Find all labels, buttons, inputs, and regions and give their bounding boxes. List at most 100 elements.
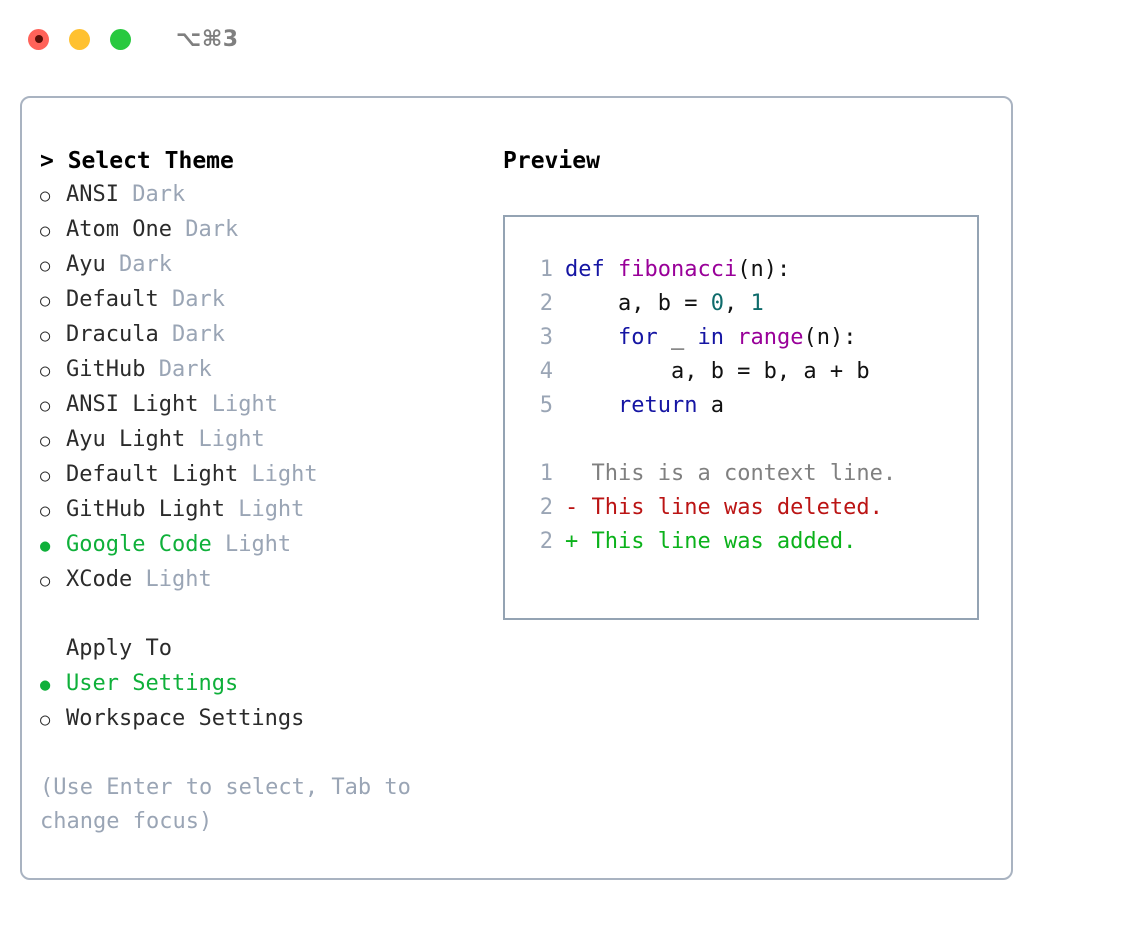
radio-unselected-icon: ○ [40,291,51,311]
code-token-pl: a [697,393,724,418]
apply-to-option-workspace-settings[interactable]: ○ Workspace Settings [40,702,480,737]
diff-line-text: This is a context line. [591,461,897,486]
radio-unselected-icon: ○ [40,466,51,486]
apply-to-header: ○ Apply To [40,632,480,667]
code-token-kw: return [617,393,698,418]
theme-option-label: Dracula [66,322,159,347]
theme-option-xcode[interactable]: ○ XCode Light [40,563,480,598]
theme-option-default[interactable]: ○Default Dark [40,283,480,318]
keyboard-hint-text: (Use Enter to select, Tab to change focu… [40,775,411,834]
code-line: 1 def fibonacci(n): [523,253,977,287]
theme-option-ayu[interactable]: ○Ayu Dark [40,248,480,283]
code-token-pl: a, b = [565,291,711,316]
apply-to-option-list: ●User Settings ○ Workspace Settings [40,667,480,737]
theme-option-variant: Dark [145,357,212,382]
diff-line-marker: + [565,529,592,554]
theme-option-label: ANSI [66,182,119,207]
apply-to-header-bullet-spacer: ○ [40,633,66,667]
radio-unselected-icon: ○ [40,361,51,381]
close-button[interactable] [28,28,49,50]
theme-option-ayu-light[interactable]: ○Ayu Light Light [40,423,480,458]
theme-option-label: Default Light [66,462,239,487]
theme-option-label: XCode [66,567,133,592]
code-token-kw: in [697,325,724,350]
theme-option-label: GitHub [66,357,146,382]
diff-line-number: 2 [539,529,553,554]
theme-option-variant: Light [198,392,278,417]
radio-unselected-icon: ○ [40,571,51,591]
radio-unselected-icon: ○ [40,186,51,206]
radio-unselected-icon: ○ [40,256,51,276]
theme-option-default-light[interactable]: ○ Default Light Light [40,458,480,493]
code-line-number: 2 [539,291,553,316]
code-token-pl [565,393,618,418]
code-token-kw: def [565,257,618,282]
theme-selector-column: > Select Theme ○ANSI Dark○Atom One Dark○… [40,144,480,839]
theme-option-variant: Light [185,427,265,452]
code-line-number: 5 [539,393,553,418]
title-bar: ⌥⌘3 [0,0,1140,78]
minimize-button[interactable] [69,28,90,50]
diff-line-marker [565,457,592,491]
radio-unselected-icon: ○ [40,221,51,241]
diff-line-del: 2- This line was deleted. [523,491,977,525]
code-token-num: 0 [710,291,724,316]
theme-option-variant: Light [238,462,318,487]
code-line-content: def fibonacci(n): [565,253,790,287]
theme-option-github-light[interactable]: ○GitHub Light Light [40,493,480,528]
code-line-number: 3 [539,325,553,350]
theme-option-label: Atom One [66,217,172,242]
theme-option-ansi[interactable]: ○ANSI Dark [40,178,480,213]
diff-line-marker: - [565,495,592,520]
radio-unselected-icon: ○ [40,710,51,730]
theme-option-github[interactable]: ○ GitHub Dark [40,353,480,388]
theme-option-label: GitHub Light [66,497,225,522]
traffic-lights [28,28,131,50]
code-diff-separator [523,423,977,457]
code-token-pl [565,325,618,350]
radio-unselected-icon: ○ [40,326,51,346]
code-line: 2 a, b = 0, 1 [523,287,977,321]
apply-to-header-label: Apply To [66,636,172,661]
diff-line-text: This line was deleted. [591,495,883,520]
code-token-pl [724,325,737,350]
diff-line-ctx: 1 This is a context line. [523,457,977,491]
diff-sample: 1 This is a context line.2- This line wa… [523,457,977,559]
preview-title: Preview [503,148,600,174]
diff-line-number: 1 [539,461,553,486]
code-line-content: for _ in range(n): [565,321,856,355]
code-line: 5 return a [523,389,977,423]
theme-option-variant: Light [132,567,212,592]
theme-option-variant: Dark [158,287,225,312]
code-token-pl: _ [657,325,698,350]
theme-option-atom-one[interactable]: ○ Atom One Dark [40,213,480,248]
theme-option-label: Google Code [66,532,212,557]
code-line-number: 1 [539,257,553,282]
radio-selected-icon: ● [40,536,51,556]
theme-option-label: Ayu [66,252,106,277]
code-token-fn: range [737,325,804,350]
apply-to-option-label: Workspace Settings [66,706,305,731]
theme-option-dracula[interactable]: ○Dracula Dark [40,318,480,353]
radio-unselected-icon: ○ [40,396,51,416]
code-token-pl: (n): [803,325,857,350]
diff-line-add: 2 + This line was added. [523,525,977,559]
code-token-pl: (n): [737,257,791,282]
theme-option-google-code[interactable]: ●Google Code Light [40,528,480,563]
code-line-number: 4 [539,359,553,384]
apply-to-option-user-settings[interactable]: ●User Settings [40,667,480,702]
code-token-kw: for [617,325,658,350]
apply-to-option-label: User Settings [66,671,239,696]
diff-line-text: This line was added. [591,529,857,554]
main-panel: > Select Theme ○ANSI Dark○Atom One Dark○… [20,96,1013,880]
theme-option-ansi-light[interactable]: ○ANSI Light Light [40,388,480,423]
maximize-button[interactable] [110,28,131,50]
diff-line-number: 2 [539,495,553,520]
theme-option-label: Ayu Light [66,427,186,452]
code-line: 3 for _ in range(n): [523,321,977,355]
theme-option-variant: Dark [171,217,239,242]
code-line-content: a, b = 0, 1 [565,287,764,321]
